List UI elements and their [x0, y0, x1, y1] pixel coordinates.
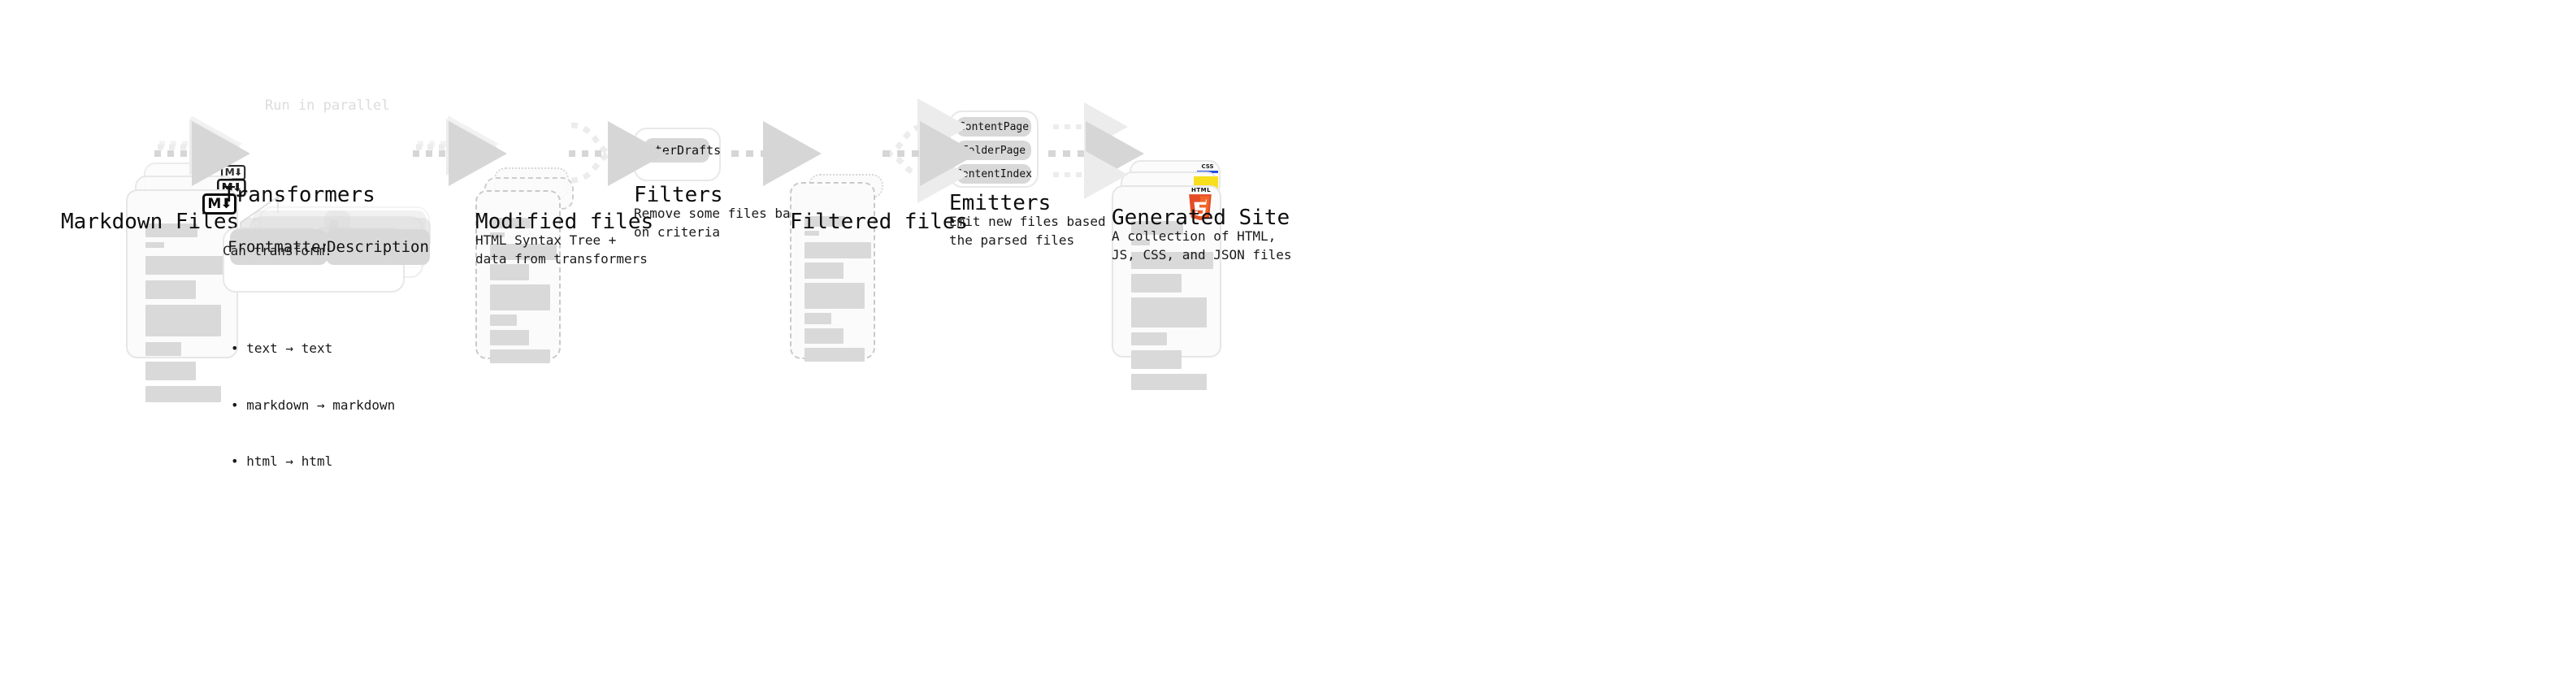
stage-caption-emitters: Emit new files based on the parsed files: [949, 214, 1130, 249]
caption-line: Can transform:: [223, 243, 332, 259]
content-bar: [145, 362, 196, 380]
chip-label: ContentPage: [958, 120, 1030, 133]
content-bar: [804, 242, 871, 258]
markdown-card-content: [128, 191, 236, 402]
content-bar: [490, 314, 517, 326]
chip-label: FolderPage: [961, 144, 1026, 157]
content-bar: [145, 242, 164, 248]
content-bar: [490, 349, 550, 363]
markdown-file-stack: M ⬇ M ⬇: [126, 163, 313, 402]
stage-caption-filters: Remove some files based on criteria: [634, 206, 814, 241]
content-bar: [145, 223, 197, 237]
modified-file-stack: [475, 163, 622, 374]
arrow-emitters-to-site: [1048, 102, 1144, 199]
emitter-chip-contentindex[interactable]: ContentIndex: [956, 164, 1032, 184]
content-bar: [1131, 252, 1213, 269]
content-bar: [1131, 297, 1207, 327]
content-bar: [1131, 274, 1182, 293]
content-bar: [804, 283, 865, 309]
stage-caption-modified-files: HTML Syntax Tree + data from transformer…: [475, 232, 648, 267]
arrow-markdown-to-transformers: [154, 115, 250, 186]
generated-site-stack: CSS HTML: [1112, 160, 1274, 390]
content-bar: [490, 330, 529, 345]
stage-title-markdown-files: Markdown Files: [61, 210, 240, 234]
transform-bullet-list: • text → text • markdown → markdown • ht…: [223, 301, 395, 509]
content-bar: [1131, 221, 1183, 235]
content-bar: [490, 264, 529, 280]
chip-label: ContentIndex: [956, 167, 1032, 180]
html5-badge: HTML: [1186, 188, 1216, 223]
markdown-card-front: [126, 189, 238, 402]
markdown-badge-front: M ⬇: [202, 193, 236, 215]
content-bar: [1131, 240, 1150, 245]
chip-label: Description: [327, 238, 429, 256]
stage-caption-transformers: Can transform: • text → text • markdown …: [223, 204, 395, 546]
chip-label: Frontmatter: [228, 238, 330, 256]
transformer-chip-frontmatter[interactable]: Frontmatter: [228, 229, 330, 265]
markdown-badge-letter: M: [207, 195, 221, 212]
content-bar: [145, 280, 196, 299]
content-bar: [804, 328, 843, 344]
bullet-item: • markdown → markdown: [231, 397, 396, 413]
bullet-item: • text → text: [231, 340, 333, 357]
content-bar: [145, 386, 221, 402]
markdown-badge-arrow: ⬇: [220, 195, 232, 212]
stage-title-filtered-files: Filtered files: [790, 210, 969, 234]
stage-title-filters: Filters: [634, 183, 723, 207]
markdown-badge-arrow: ⬇: [234, 166, 242, 179]
filtered-card-content: [791, 184, 874, 362]
html5-badge-word: HTML: [1190, 187, 1212, 193]
content-bar: [1131, 332, 1167, 345]
transformer-chip-description[interactable]: Description: [326, 229, 430, 265]
content-bar: [804, 216, 845, 227]
modified-card-front: [475, 190, 561, 363]
bullet-item: • html → html: [231, 453, 333, 470]
css-badge-text: CSS: [1201, 163, 1214, 170]
stage-caption-generated-site: A collection of HTML, JS, CSS, and JSON …: [1112, 228, 1292, 263]
run-in-parallel-label: Run in parallel: [265, 98, 390, 114]
content-bar: [490, 218, 531, 228]
content-bar: [804, 262, 843, 279]
content-bar: [1131, 350, 1182, 369]
modified-card-content: [477, 192, 559, 363]
filtered-file-stack: [790, 163, 936, 374]
filtered-card-front: [790, 182, 875, 362]
site-card-content: [1113, 187, 1220, 390]
emitter-chip-folderpage[interactable]: FolderPage: [956, 141, 1031, 160]
content-bar: [1131, 374, 1207, 390]
chip-label: FilterDrafts: [632, 143, 722, 158]
content-bar: [490, 284, 550, 310]
arrow-transformers-to-modified: [413, 115, 507, 186]
content-bar: [804, 231, 819, 236]
content-bar: [145, 342, 181, 356]
stage-title-generated-site: Generated Site: [1112, 206, 1290, 230]
stage-title-modified-files: Modified files: [475, 210, 654, 234]
content-bar: [490, 232, 505, 237]
content-bar: [804, 313, 831, 324]
content-bar: [804, 348, 865, 362]
emitter-chip-contentpage[interactable]: ContentPage: [956, 117, 1031, 137]
filter-chip-filterdrafts[interactable]: FilterDrafts: [633, 138, 721, 163]
html5-shield-icon: [1189, 194, 1212, 220]
content-bar: [145, 256, 231, 275]
stage-title-transformers: Transformers: [223, 183, 375, 207]
content-bar: [490, 244, 557, 260]
content-bar: [145, 305, 221, 336]
